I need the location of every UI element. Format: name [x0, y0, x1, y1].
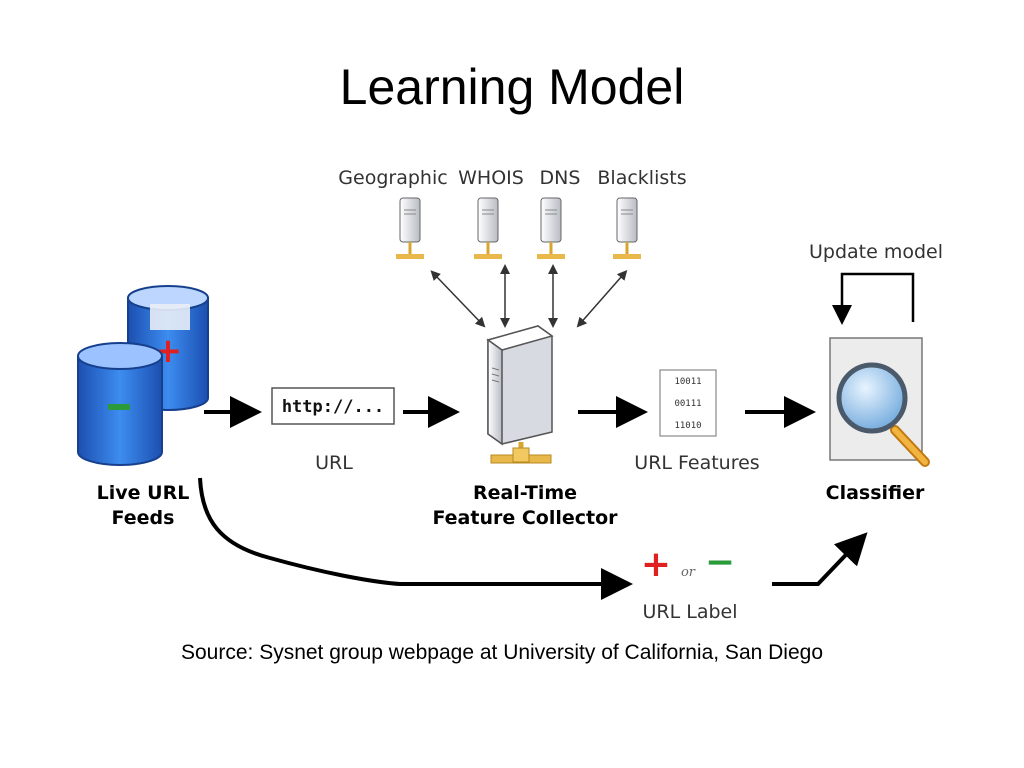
feature-bits-row1: 10011 [674, 377, 701, 387]
minus-sign: − [705, 542, 735, 583]
label-to-classifier-arrow [772, 532, 868, 586]
url-label: URL [315, 452, 353, 474]
features-document-icon: 10011 00111 11010 [659, 369, 717, 437]
url-features-label: URL Features [634, 452, 759, 474]
collector-label-line1: Real-Time [473, 482, 577, 504]
url-sample-text: http://... [282, 397, 384, 417]
source-label-whois: WHOIS [458, 167, 524, 189]
classifier-label: Classifier [826, 482, 925, 504]
feature-bits-row2: 00111 [674, 399, 701, 409]
plus-sign: + [641, 544, 671, 585]
source-caption: Source: Sysnet group webpage at Universi… [180, 641, 824, 664]
feeds-label-line2: Feeds [112, 507, 175, 529]
blacklists-link-arrow [576, 269, 628, 328]
collector-server-icon [486, 325, 554, 464]
source-label-geographic: Geographic [338, 167, 447, 189]
dns-server-icon [537, 197, 565, 259]
url-sample-box: http://... [271, 387, 395, 425]
blacklists-server-icon [613, 197, 641, 259]
url-label-caption: URL Label [643, 601, 738, 623]
collector-label-line2: Feature Collector [432, 507, 618, 529]
database-icon-negative [77, 342, 163, 466]
classifier-magnifier-icon [829, 337, 930, 467]
slide-title: Learning Model [339, 59, 685, 115]
geographic-link-arrow [430, 270, 486, 328]
feeds-label-line1: Live URL [97, 482, 190, 504]
or-word: or [681, 565, 696, 580]
source-label-dns: DNS [540, 167, 581, 189]
source-label-blacklists: Blacklists [597, 167, 686, 189]
whois-server-icon [474, 197, 502, 259]
update-model-label: Update model [809, 241, 943, 263]
update-model-loop-arrow [832, 272, 915, 325]
geographic-server-icon [396, 197, 424, 259]
feature-bits-row3: 11010 [674, 421, 701, 431]
feeds-to-label-curve [198, 477, 633, 600]
